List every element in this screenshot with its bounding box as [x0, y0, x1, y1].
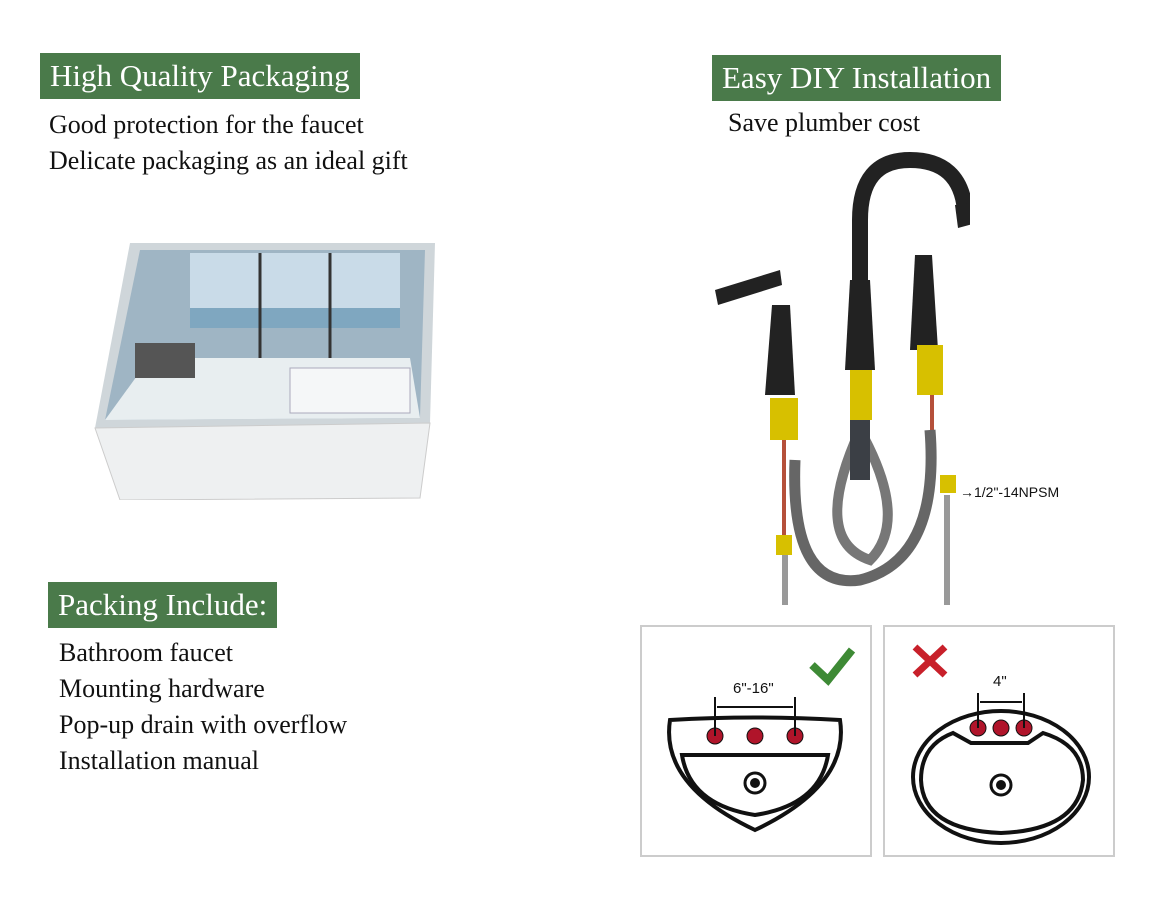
installation-subtitle: Save plumber cost: [728, 108, 921, 137]
packaging-banner: High Quality Packaging: [40, 53, 360, 99]
packing-item: Installation manual: [59, 746, 260, 775]
check-icon: [809, 647, 856, 686]
packing-item: Bathroom faucet: [59, 638, 233, 667]
packing-item: Pop-up drain with overflow: [59, 710, 348, 739]
correct-spacing-label: 6"-16": [733, 680, 774, 697]
arrow-right-icon: →: [960, 484, 974, 500]
packaging-box-image: [94, 243, 435, 500]
installation-banner: Easy DIY Installation: [712, 55, 1002, 101]
packaging-line: Good protection for the faucet: [49, 110, 364, 139]
packaging-line: Delicate packaging as an ideal gift: [49, 146, 408, 175]
faucet-image: [715, 151, 970, 605]
thread-size-label: →1/2"-14NPSM: [960, 484, 1060, 500]
packing-banner: Packing Include:: [48, 582, 278, 628]
packing-item: Mounting hardware: [59, 674, 265, 703]
cross-icon: [912, 644, 948, 678]
wrong-sink-diagram: [883, 625, 1115, 857]
correct-sink-diagram: [640, 625, 872, 857]
wrong-spacing-label: 4": [993, 673, 1007, 690]
